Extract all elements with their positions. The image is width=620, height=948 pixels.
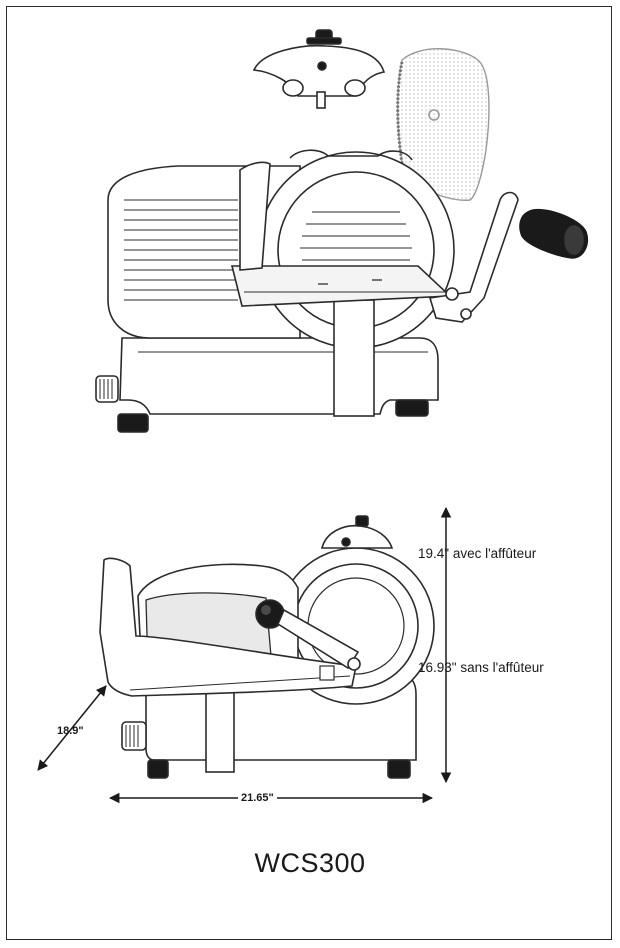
assembled-view [99,515,435,779]
width-label: 21.65" [238,792,277,804]
blade-vents [300,211,412,285]
food-pusher [396,48,490,201]
handle-knob-icon [519,208,588,259]
figure-frame [6,6,612,940]
exploded-view [95,29,588,433]
height-without-sharpener-label: 16.93" sans l'affûteur [418,660,544,675]
depth-label: 18.9" [57,725,84,737]
model-name: WCS300 [254,848,366,878]
depth-arrow [37,685,107,771]
sharpener-part-icon [252,29,386,109]
housing-vents [124,199,238,301]
height-with-sharpener-label: 19.4" avec l'affûteur [418,546,537,561]
